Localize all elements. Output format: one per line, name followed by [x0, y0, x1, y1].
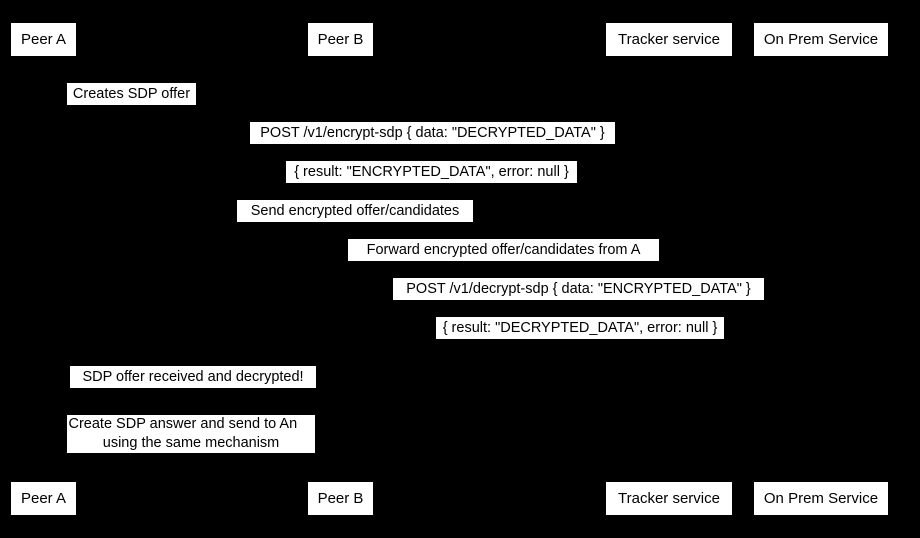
message-text: POST /v1/encrypt-sdp { data: "DECRYPTED_… — [260, 124, 605, 141]
message-label-create-sdp-answer: Create SDP answer and send to An using t… — [67, 415, 315, 453]
message-text: Creates SDP offer — [72, 85, 191, 102]
participant-label: Peer B — [317, 490, 364, 507]
message-text-line-1: Create SDP answer and send to An — [68, 416, 298, 432]
message-text: Forward encrypted offer/candidates from … — [366, 241, 641, 258]
participant-label: Tracker service — [618, 31, 720, 48]
message-text: Send encrypted offer/candidates — [250, 202, 460, 219]
participant-label: Tracker service — [618, 490, 720, 507]
participant-box-peer-b-top[interactable]: Peer B — [307, 22, 374, 57]
participant-label: Peer A — [20, 490, 67, 507]
message-text: { result: "DECRYPTED_DATA", error: null … — [442, 319, 718, 336]
message-label-creates-sdp-offer: Creates SDP offer — [67, 83, 196, 105]
message-label-forward-encrypted-offer: Forward encrypted offer/candidates from … — [348, 239, 659, 261]
message-label-post-encrypt-sdp: POST /v1/encrypt-sdp { data: "DECRYPTED_… — [250, 122, 615, 144]
participant-box-peer-b-bottom[interactable]: Peer B — [307, 481, 374, 516]
participant-label: On Prem Service — [763, 31, 879, 48]
message-text: SDP offer received and decrypted! — [82, 368, 304, 385]
participant-box-peer-a-bottom[interactable]: Peer A — [10, 481, 77, 516]
participant-label: Peer A — [20, 31, 67, 48]
participant-box-on-prem-service-top[interactable]: On Prem Service — [753, 22, 889, 57]
message-label-post-decrypt-sdp: POST /v1/decrypt-sdp { data: "ENCRYPTED_… — [393, 278, 764, 300]
message-label-decrypted-data-result: { result: "DECRYPTED_DATA", error: null … — [436, 317, 724, 339]
participant-box-peer-a-top[interactable]: Peer A — [10, 22, 77, 57]
message-label-encrypted-data-result: { result: "ENCRYPTED_DATA", error: null … — [286, 161, 577, 183]
message-label-sdp-offer-received: SDP offer received and decrypted! — [70, 366, 316, 388]
participant-box-tracker-service-top[interactable]: Tracker service — [605, 22, 733, 57]
message-text-line-2: using the same mechanism — [102, 435, 280, 451]
message-label-send-encrypted-offer: Send encrypted offer/candidates — [237, 200, 473, 222]
participant-label: On Prem Service — [763, 490, 879, 507]
message-text: POST /v1/decrypt-sdp { data: "ENCRYPTED_… — [406, 280, 751, 297]
message-text: { result: "ENCRYPTED_DATA", error: null … — [294, 163, 569, 180]
participant-box-on-prem-service-bottom[interactable]: On Prem Service — [753, 481, 889, 516]
participant-label: Peer B — [317, 31, 364, 48]
participant-box-tracker-service-bottom[interactable]: Tracker service — [605, 481, 733, 516]
